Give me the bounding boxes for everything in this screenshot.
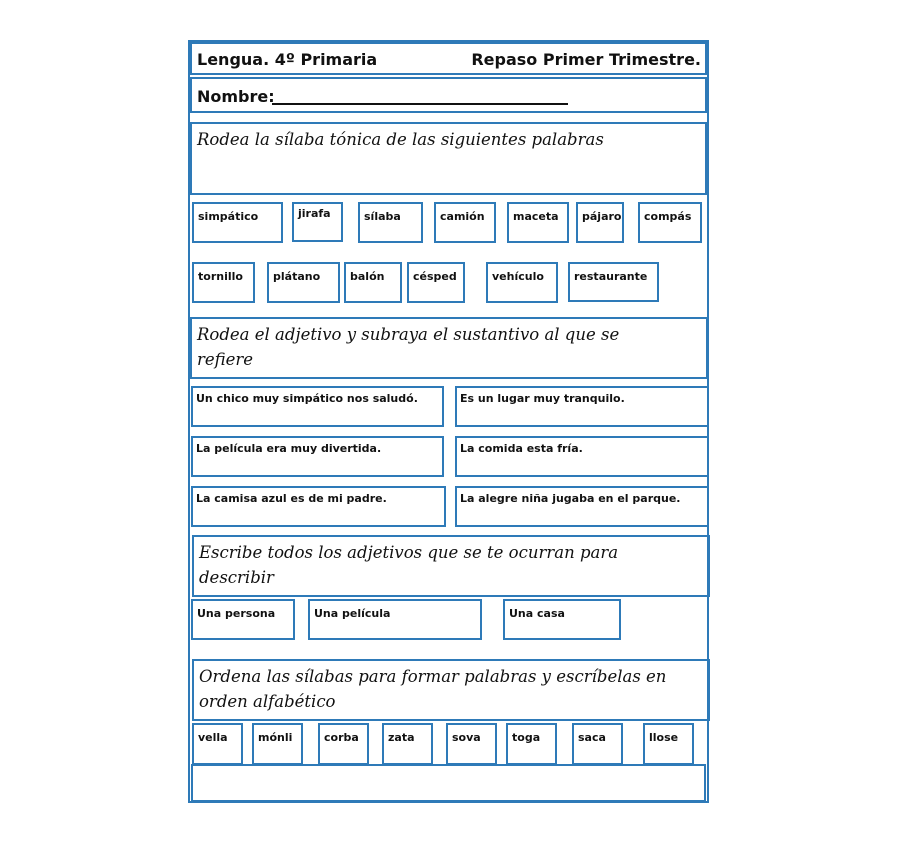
sentence-text: La camisa azul es de mi padre. — [196, 492, 387, 505]
sentence-text: Es un lugar muy tranquilo. — [460, 392, 625, 405]
exercise4-instruction: Ordena las sílabas para formar palabras … — [199, 667, 667, 711]
sentence-box[interactable]: La camisa azul es de mi padre. — [191, 486, 446, 527]
name-row: Nombre: — [190, 77, 707, 113]
word-box[interactable]: balón — [344, 262, 402, 303]
exercise1-instruction: Rodea la sílaba tónica de las siguientes… — [197, 130, 604, 149]
word-label: tornillo — [198, 270, 243, 283]
word-box[interactable]: camión — [434, 202, 496, 243]
syllable-box[interactable]: llose — [643, 723, 694, 765]
describe-label: Una casa — [509, 607, 565, 620]
syllable-label: mónli — [258, 731, 293, 744]
syllable-label: sova — [452, 731, 481, 744]
describe-label: Una persona — [197, 607, 276, 620]
worksheet-title: Repaso Primer Trimestre. — [471, 50, 701, 69]
syllable-box[interactable]: zata — [382, 723, 433, 765]
exercise3-instruction: Escribe todos los adjetivos que se te oc… — [199, 543, 619, 587]
syllable-box[interactable]: toga — [506, 723, 557, 765]
sentence-text: La alegre niña jugaba en el parque. — [460, 492, 681, 505]
syllable-box[interactable]: sova — [446, 723, 497, 765]
sentence-box[interactable]: La alegre niña jugaba en el parque. — [455, 486, 709, 527]
describe-label: Una película — [314, 607, 391, 620]
syllable-box[interactable]: corba — [318, 723, 369, 765]
word-label: compás — [644, 210, 692, 223]
word-label: sílaba — [364, 210, 401, 223]
subject-title: Lengua. 4º Primaria — [197, 50, 378, 69]
word-box[interactable]: césped — [407, 262, 465, 303]
sentence-box[interactable]: Es un lugar muy tranquilo. — [455, 386, 709, 427]
word-label: vehículo — [492, 270, 544, 283]
describe-box[interactable]: Una persona — [191, 599, 295, 640]
syllable-box[interactable]: mónli — [252, 723, 303, 765]
word-box[interactable]: pájaro — [576, 202, 624, 243]
header-row: Lengua. 4º Primaria Repaso Primer Trimes… — [190, 42, 707, 75]
word-label: jirafa — [298, 207, 331, 220]
word-label: restaurante — [574, 270, 648, 283]
word-box[interactable]: maceta — [507, 202, 569, 243]
name-line[interactable] — [272, 91, 568, 105]
describe-box[interactable]: Una película — [308, 599, 482, 640]
word-label: pájaro — [582, 210, 622, 223]
syllable-label: corba — [324, 731, 359, 744]
exercise2-instruction-box: Rodea el adjetivo y subraya el sustantiv… — [190, 317, 708, 379]
word-box[interactable]: plátano — [267, 262, 340, 303]
word-box[interactable]: compás — [638, 202, 702, 243]
word-box[interactable]: jirafa — [292, 202, 343, 242]
sentence-text: La película era muy divertida. — [196, 442, 382, 455]
sentence-text: La comida esta fría. — [460, 442, 583, 455]
word-label: plátano — [273, 270, 321, 283]
word-label: maceta — [513, 210, 559, 223]
syllable-box[interactable]: vella — [192, 723, 243, 765]
exercise3-instruction-box: Escribe todos los adjetivos que se te oc… — [192, 535, 710, 597]
syllable-label: zata — [388, 731, 415, 744]
word-box[interactable]: sílaba — [358, 202, 423, 243]
syllable-label: toga — [512, 731, 541, 744]
sentence-text: Un chico muy simpático nos saludó. — [196, 392, 418, 405]
exercise1-instruction-box: Rodea la sílaba tónica de las siguientes… — [190, 122, 707, 195]
sentence-box[interactable]: La película era muy divertida. — [191, 436, 444, 477]
word-label: césped — [413, 270, 457, 283]
describe-box[interactable]: Una casa — [503, 599, 621, 640]
exercise4-instruction-box: Ordena las sílabas para formar palabras … — [192, 659, 710, 721]
word-label: balón — [350, 270, 385, 283]
word-label: camión — [440, 210, 485, 223]
answer-box[interactable] — [191, 764, 706, 802]
syllable-box[interactable]: saca — [572, 723, 623, 765]
syllable-label: vella — [198, 731, 228, 744]
word-box[interactable]: simpático — [192, 202, 283, 243]
sentence-box[interactable]: Un chico muy simpático nos saludó. — [191, 386, 444, 427]
syllable-label: llose — [649, 731, 679, 744]
word-box[interactable]: vehículo — [486, 262, 558, 303]
name-label: Nombre: — [197, 87, 275, 106]
sentence-box[interactable]: La comida esta fría. — [455, 436, 709, 477]
exercise2-instruction: Rodea el adjetivo y subraya el sustantiv… — [197, 325, 620, 369]
worksheet: Lengua. 4º Primaria Repaso Primer Trimes… — [188, 40, 710, 803]
word-box[interactable]: tornillo — [192, 262, 255, 303]
syllable-label: saca — [578, 731, 606, 744]
word-box[interactable]: restaurante — [568, 262, 659, 302]
word-label: simpático — [198, 210, 259, 223]
